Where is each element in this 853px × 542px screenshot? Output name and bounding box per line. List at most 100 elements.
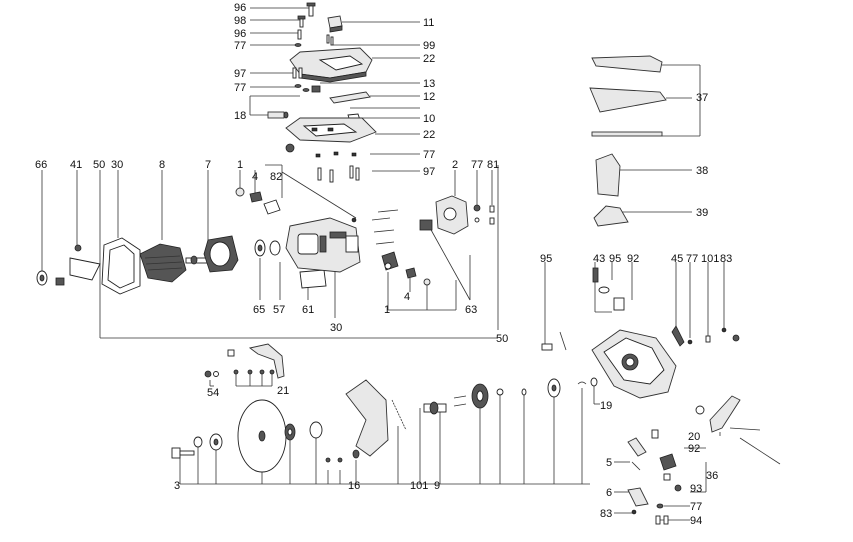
label-96: 96 bbox=[234, 2, 246, 14]
label-39: 39 bbox=[696, 207, 708, 219]
label-63: 63 bbox=[465, 304, 477, 316]
label-5: 5 bbox=[606, 457, 612, 469]
part-pin-92 bbox=[613, 297, 625, 311]
part-armature-8 bbox=[139, 243, 209, 283]
label-97: 97 bbox=[423, 166, 435, 178]
part-screws-97-bottom bbox=[317, 165, 360, 183]
part-rod bbox=[739, 437, 781, 465]
label-93: 93 bbox=[690, 483, 702, 495]
label-38: 38 bbox=[696, 165, 708, 177]
label-57: 57 bbox=[273, 304, 285, 316]
part-washer-77-top bbox=[294, 43, 302, 47]
part-ring-16 bbox=[309, 421, 323, 439]
part-lever-12 bbox=[329, 91, 371, 104]
label-37: 37 bbox=[696, 92, 708, 104]
part-bottom-cover-22 bbox=[285, 117, 377, 143]
leader-lines-bottom-right bbox=[614, 447, 707, 521]
part-screw-95-left bbox=[541, 331, 567, 351]
label-61: 61 bbox=[302, 304, 314, 316]
label-12: 12 bbox=[423, 91, 435, 103]
label-95: 95 bbox=[540, 253, 552, 265]
part-guard-rail-37-top bbox=[591, 55, 663, 73]
label-21: 21 bbox=[277, 385, 289, 397]
label-7: 7 bbox=[205, 159, 211, 171]
label-50: 50 bbox=[93, 159, 105, 171]
label-96: 96 bbox=[234, 28, 246, 40]
part-motor-housing-30 bbox=[285, 217, 361, 273]
label-101: 101 bbox=[701, 253, 719, 265]
part-ring-65 bbox=[254, 239, 266, 257]
label-45: 45 bbox=[671, 253, 683, 265]
label-92: 92 bbox=[688, 443, 700, 455]
part-knob-92 bbox=[651, 429, 659, 439]
part-screw-93 bbox=[674, 484, 682, 492]
part-carriage-5 bbox=[627, 437, 647, 471]
part-plate-6 bbox=[627, 487, 649, 507]
label-98: 98 bbox=[234, 15, 246, 27]
part-bolt-3 bbox=[171, 447, 195, 459]
label-36: 36 bbox=[706, 470, 718, 482]
label-77: 77 bbox=[471, 159, 483, 171]
part-fan-baffle-30 bbox=[101, 237, 141, 295]
label-101: 101 bbox=[410, 480, 428, 492]
label-11: 11 bbox=[423, 17, 434, 29]
part-screw-98 bbox=[297, 15, 306, 28]
label-10: 10 bbox=[423, 113, 435, 125]
part-flange-small-54 bbox=[204, 370, 219, 378]
label-50: 50 bbox=[496, 333, 508, 345]
label-20: 20 bbox=[688, 431, 700, 443]
label-77: 77 bbox=[686, 253, 698, 265]
part-washers-blade bbox=[193, 433, 223, 451]
part-lever-20 bbox=[695, 395, 761, 436]
label-1: 1 bbox=[237, 159, 243, 171]
part-stator-7 bbox=[203, 235, 239, 273]
label-2: 2 bbox=[452, 159, 458, 171]
part-spring-101 bbox=[391, 399, 407, 431]
part-labels: 96 98 96 77 11 99 22 97 77 13 12 18 10 2… bbox=[35, 2, 732, 527]
label-54: 54 bbox=[207, 387, 219, 399]
label-22: 22 bbox=[423, 129, 435, 141]
label-22: 22 bbox=[423, 53, 435, 65]
label-81: 81 bbox=[487, 159, 499, 171]
label-9: 9 bbox=[434, 480, 440, 492]
part-knob bbox=[285, 143, 295, 153]
part-screw-94 bbox=[655, 515, 669, 525]
label-77: 77 bbox=[423, 149, 435, 161]
part-stud-43 bbox=[592, 267, 610, 294]
part-nut-1 bbox=[235, 187, 245, 197]
leader-lines-right-top bbox=[620, 64, 701, 213]
label-66: 66 bbox=[35, 159, 47, 171]
part-guard-rail-37-mid bbox=[589, 87, 667, 113]
label-16: 16 bbox=[348, 480, 360, 492]
part-brush-41 bbox=[55, 244, 101, 286]
part-washer-66 bbox=[36, 270, 48, 286]
label-3: 3 bbox=[174, 480, 180, 492]
part-nuts-16 bbox=[325, 449, 360, 463]
part-19-washer bbox=[590, 377, 600, 405]
part-top-cover-22 bbox=[289, 47, 373, 83]
label-94: 94 bbox=[690, 515, 702, 527]
label-8: 8 bbox=[159, 159, 165, 171]
part-bracket-38 bbox=[595, 153, 621, 197]
label-82: 82 bbox=[270, 171, 282, 183]
part-bearing-57 bbox=[269, 240, 281, 256]
part-screws-77-81 bbox=[473, 204, 495, 225]
part-washer-83 bbox=[631, 509, 637, 515]
part-nuts-77-bottom bbox=[315, 151, 357, 158]
leader-lines-top bbox=[249, 7, 420, 172]
label-30: 30 bbox=[330, 322, 342, 334]
label-95: 95 bbox=[609, 253, 621, 265]
label-92: 92 bbox=[627, 253, 639, 265]
label-4: 4 bbox=[404, 291, 410, 303]
leader-lines-bottom bbox=[179, 372, 590, 485]
part-inner-flange bbox=[284, 423, 296, 441]
label-6: 6 bbox=[606, 487, 612, 499]
label-41: 41 bbox=[70, 159, 82, 171]
part-lock-lever-21 bbox=[227, 343, 285, 379]
label-43: 43 bbox=[593, 253, 605, 265]
label-83: 83 bbox=[600, 508, 612, 520]
part-screw-96-top bbox=[306, 2, 316, 17]
part-label-61 bbox=[299, 269, 327, 289]
